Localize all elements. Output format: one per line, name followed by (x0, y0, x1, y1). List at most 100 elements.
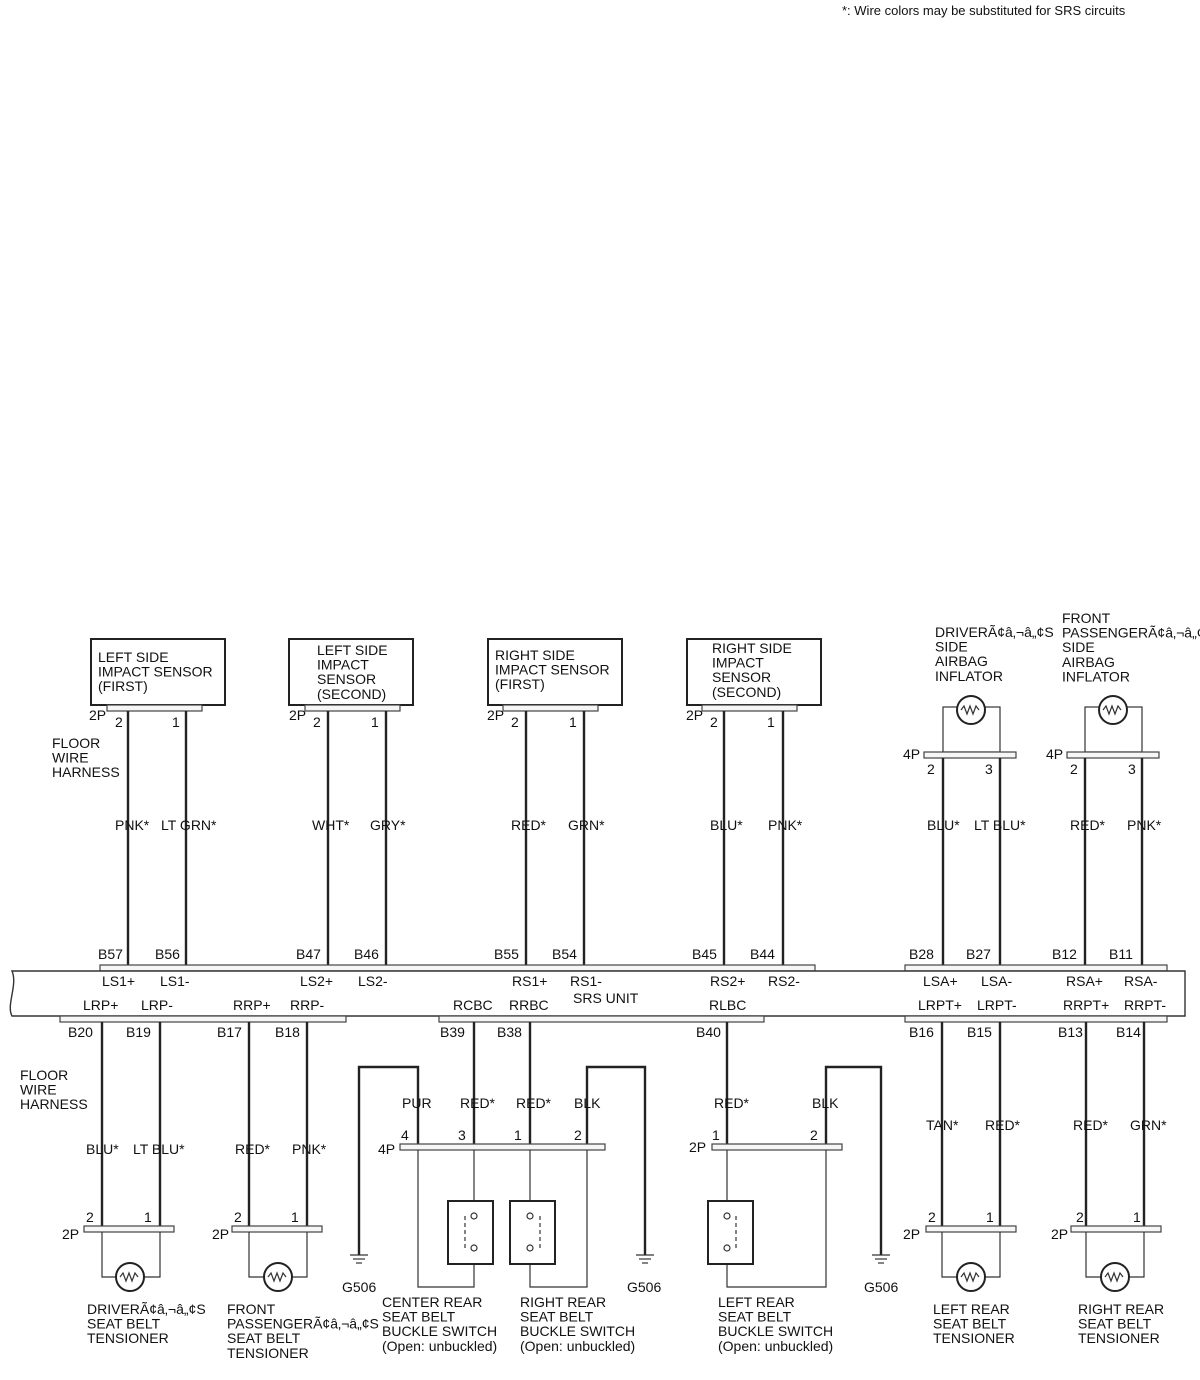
connector-label: 2P (212, 1226, 229, 1242)
wire-color-label: GRY* (370, 817, 406, 833)
wire (585, 1065, 647, 1255)
wire-color-label: BLU* (710, 817, 743, 833)
right-rear-buckle-switch (509, 1200, 556, 1265)
pin-number: B20 (68, 1024, 93, 1040)
wire-color-label: PUR (402, 1095, 432, 1111)
pin-label: 1 (712, 1127, 720, 1143)
pin-label: 1 (291, 1209, 299, 1225)
pin-number: B38 (497, 1024, 522, 1040)
pin-number: B19 (126, 1024, 151, 1040)
pin-number: B47 (296, 946, 321, 962)
resistor-icon (960, 704, 980, 716)
signal-name: RS1- (570, 973, 602, 989)
pin-label: 2 (115, 714, 123, 730)
connector-label: 4P (378, 1141, 395, 1157)
srs-unit: SRS UNIT B57 B56 B47 B46 B55 B54 B45 B44… (9, 946, 1186, 1040)
signal-name: LSA+ (923, 973, 958, 989)
pin-number: B18 (275, 1024, 300, 1040)
connector-label: 4P (1046, 746, 1063, 762)
pin-label: 1 (172, 714, 180, 730)
signal-name: RS1+ (512, 973, 547, 989)
signal-name: RLBC (709, 997, 746, 1013)
connector-label: 2P (89, 707, 106, 723)
resistor-icon (1102, 704, 1122, 716)
pin-label: 2 (710, 714, 718, 730)
pin-label: 2 (928, 1209, 936, 1225)
pin-number: B45 (692, 946, 717, 962)
wire-color-label: TAN* (926, 1117, 959, 1133)
connector-label: 2P (62, 1226, 79, 1242)
signal-name: RRPT- (1124, 997, 1166, 1013)
pin-label: 2 (574, 1127, 582, 1143)
pin-label: 2 (313, 714, 321, 730)
signal-name: RSA+ (1066, 973, 1103, 989)
wire-color-label: BLU* (86, 1141, 119, 1157)
wire-color-label: LT GRN* (161, 817, 217, 833)
signal-name: LSA- (981, 973, 1012, 989)
resistor-icon (1104, 1271, 1124, 1283)
wire-color-label: WHT* (312, 817, 350, 833)
pin-label: 3 (458, 1127, 466, 1143)
pin-number: B15 (967, 1024, 992, 1040)
srs-unit-label: SRS UNIT (573, 990, 639, 1006)
pin-number: B39 (440, 1024, 465, 1040)
wire-color-label: LT BLU* (133, 1141, 185, 1157)
wire-color-label: BLK (812, 1095, 839, 1111)
ground-label: G506 (342, 1279, 376, 1295)
wire-color-label: RED* (1073, 1117, 1109, 1133)
center-rear-buckle-switch (447, 1200, 494, 1265)
pin-number: B46 (354, 946, 379, 962)
wire-color-label: BLU* (927, 817, 960, 833)
signal-name: RRP+ (233, 997, 271, 1013)
signal-name: LRPT+ (918, 997, 962, 1013)
connector-label: 4P (903, 746, 920, 762)
wire-color-note: *: Wire colors may be substituted for SR… (842, 3, 1126, 18)
connector-label: 2P (289, 707, 306, 723)
signal-name: RSA- (1124, 973, 1158, 989)
wire-color-label: PNK* (115, 817, 150, 833)
pin-label: 3 (985, 761, 993, 777)
connector-label: 2P (689, 1139, 706, 1155)
signal-name: LS2+ (300, 973, 333, 989)
pin-number: B40 (696, 1024, 721, 1040)
signal-name: LS2- (358, 973, 388, 989)
connector-label: 2P (1051, 1226, 1068, 1242)
pin-number: B13 (1058, 1024, 1083, 1040)
signal-name: LRP- (141, 997, 173, 1013)
ground-icon (872, 1254, 890, 1264)
wire-color-label: GRN* (1130, 1117, 1167, 1133)
wire-color-label: RED* (714, 1095, 750, 1111)
signal-name: RCBC (453, 997, 493, 1013)
pin-label: 4 (401, 1127, 409, 1143)
ground-icon (350, 1254, 368, 1264)
ground-label: G506 (627, 1279, 661, 1295)
pin-label: 3 (1128, 761, 1136, 777)
pin-number: B55 (494, 946, 519, 962)
pin-number: B44 (750, 946, 775, 962)
pin-number: B57 (98, 946, 123, 962)
signal-name: RS2+ (710, 973, 745, 989)
pin-number: B27 (966, 946, 991, 962)
connector-label: 2P (903, 1226, 920, 1242)
pin-label: 1 (986, 1209, 994, 1225)
signal-name: LS1- (160, 973, 190, 989)
pin-label: 1 (767, 714, 775, 730)
pin-label: 1 (514, 1127, 522, 1143)
